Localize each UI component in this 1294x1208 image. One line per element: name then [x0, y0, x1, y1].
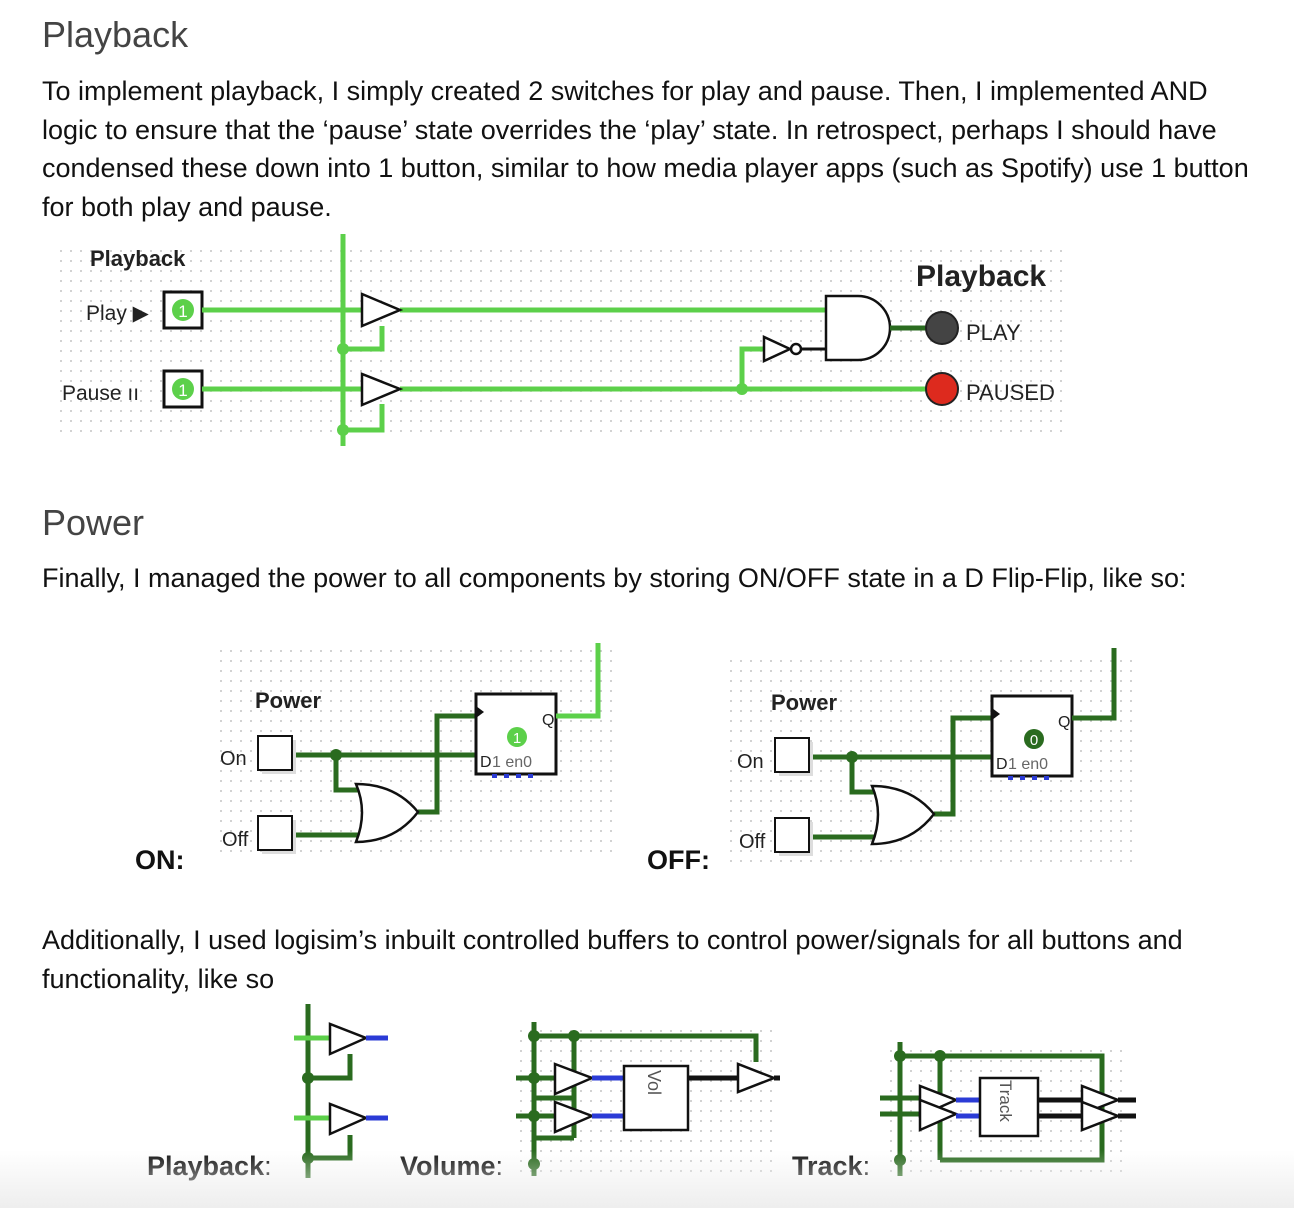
playback-output-title: Playback	[916, 260, 1046, 293]
play-switch[interactable]: 1	[162, 290, 204, 330]
pause-switch[interactable]: 1	[162, 369, 204, 409]
power-on-off-label: Off	[222, 829, 249, 851]
power-on-caption: ON:	[135, 845, 185, 875]
power-on-circuit: Power On Off Q D 1 en0 1	[220, 643, 601, 854]
pause-input-label: Pause ıı	[62, 382, 139, 405]
svg-text:1: 1	[513, 730, 521, 747]
svg-text:D: D	[480, 754, 492, 771]
svg-text:1 en0: 1 en0	[1008, 756, 1048, 773]
buffers-playback-caption: Playback:	[147, 1151, 272, 1181]
power-off-on-label: On	[737, 751, 764, 773]
power-off-on-button[interactable]	[774, 737, 813, 776]
svg-text:Track: Track	[996, 1080, 1015, 1122]
play-input-label: Play ▶	[86, 302, 150, 325]
playback-grid	[58, 245, 1066, 435]
pause-buffer	[360, 372, 404, 407]
not-gate	[762, 335, 826, 363]
power-off-caption: OFF:	[647, 845, 710, 875]
svg-text:1: 1	[178, 302, 187, 321]
playback-circuit-title: Playback	[90, 246, 186, 271]
power-off-title: Power	[771, 690, 837, 715]
playback-paragraph: To implement playback, I simply created …	[42, 76, 1249, 222]
svg-text:1 en0: 1 en0	[492, 754, 532, 771]
svg-text:0: 0	[1030, 732, 1038, 749]
svg-text:Q: Q	[1058, 714, 1070, 731]
power-heading: Power	[42, 502, 145, 543]
power-paragraph: Finally, I managed the power to all comp…	[42, 563, 1187, 593]
power-off-off-button[interactable]	[774, 817, 813, 856]
power-off-circuit: Power On Off Q D 1 en0 0	[737, 648, 1117, 856]
paused-led	[925, 372, 959, 406]
buffers-track-diagram: Track	[880, 1042, 1136, 1176]
buffers-paragraph: Additionally, I used logisim’s inbuilt c…	[42, 925, 1183, 994]
buffers-volume-diagram: Vol	[516, 1022, 780, 1176]
svg-text:1: 1	[178, 381, 187, 400]
playback-heading: Playback	[42, 14, 189, 55]
play-output-label: PLAY	[966, 320, 1021, 345]
svg-text:Q: Q	[542, 712, 554, 729]
svg-text:D: D	[996, 756, 1008, 773]
power-on-title: Power	[255, 688, 321, 713]
buffers-track-caption: Track:	[792, 1151, 871, 1181]
and-gate	[824, 294, 928, 362]
playback-wires	[202, 234, 928, 446]
power-off-off-label: Off	[739, 831, 766, 853]
paused-output-label: PAUSED	[966, 380, 1055, 405]
buffers-playback-diagram	[294, 1004, 388, 1178]
buffers-volume-caption: Volume:	[400, 1151, 504, 1181]
power-on-off-button[interactable]	[257, 815, 296, 854]
svg-text:Vol: Vol	[644, 1070, 664, 1095]
play-buffer	[360, 292, 404, 328]
power-on-on-button[interactable]	[257, 735, 296, 774]
play-led	[925, 311, 959, 345]
power-on-on-label: On	[220, 748, 247, 770]
